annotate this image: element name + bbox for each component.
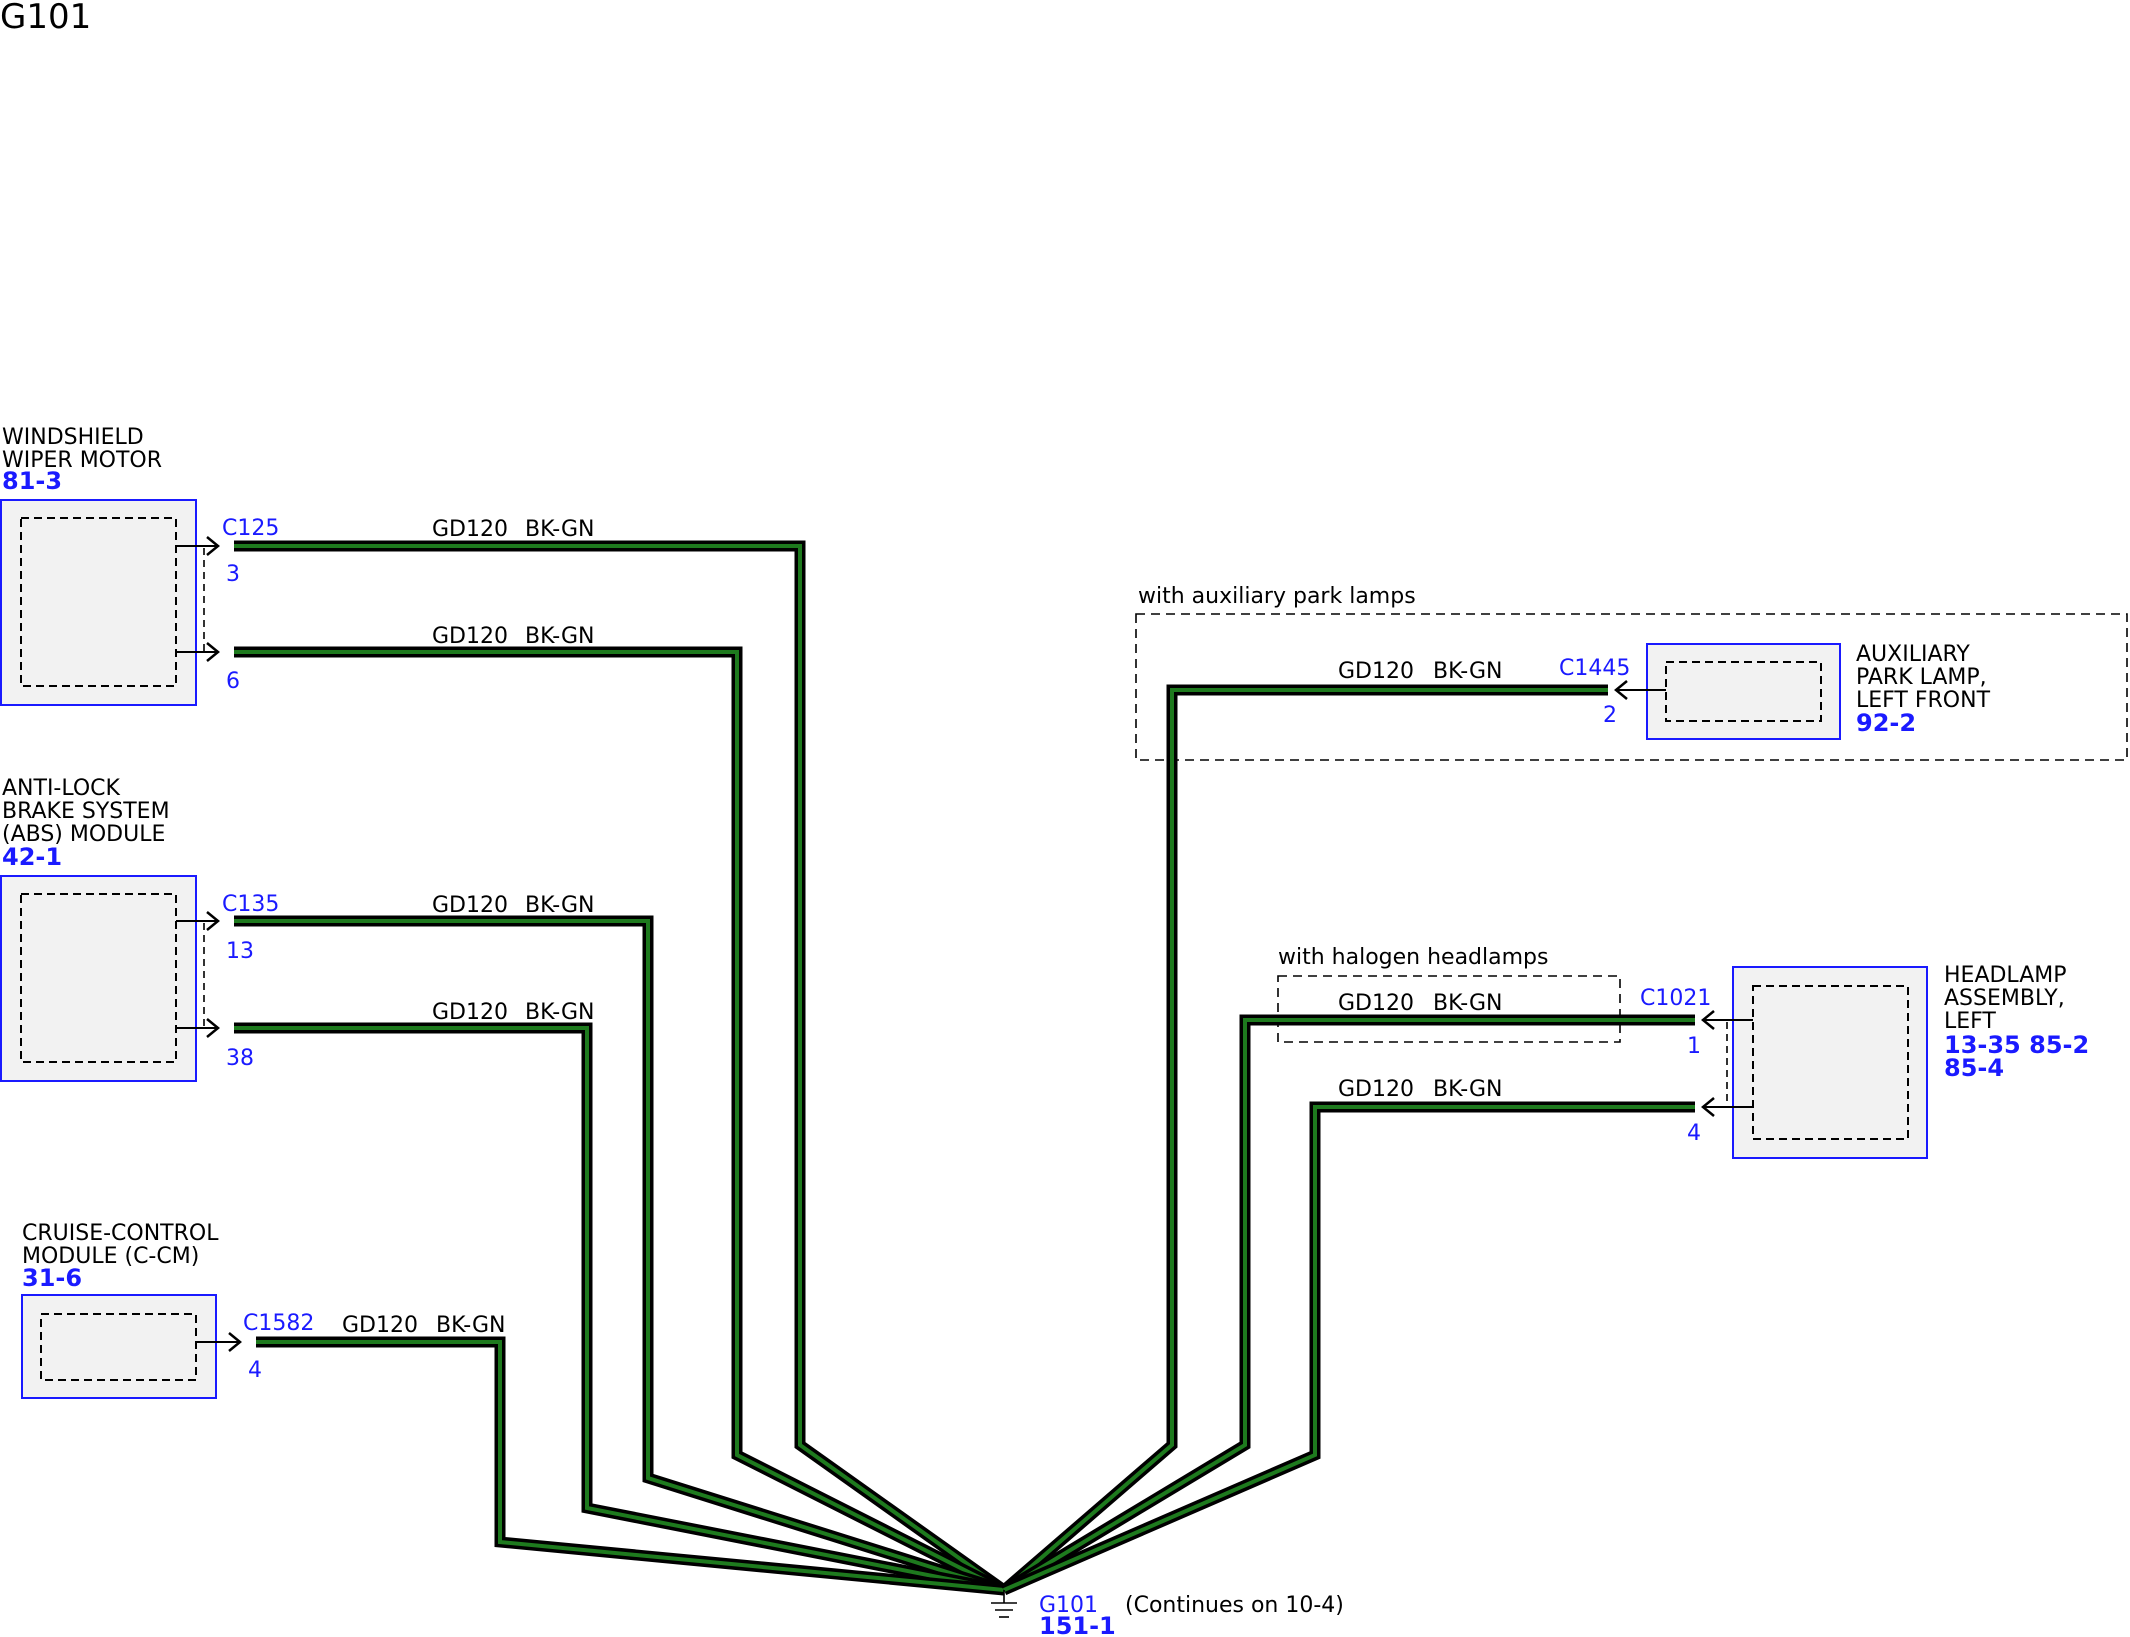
c1445-pin-2: 2 xyxy=(1603,703,1617,728)
wire-2-color: BK-GN xyxy=(525,624,594,649)
wire-3-circuit: GD120 xyxy=(432,893,508,918)
headlamp-name-3: LEFT xyxy=(1944,1009,1996,1034)
wire-c135-pin38 xyxy=(234,1022,1006,1596)
wire-5-color: BK-GN xyxy=(436,1313,505,1338)
headlamp-inner xyxy=(1752,985,1909,1140)
headlamp-box xyxy=(1732,966,1928,1159)
c1445-pin-2-arrow xyxy=(1614,680,1666,700)
headlamp-ref-link-2[interactable]: 85-4 xyxy=(1944,1054,2004,1082)
wire-1-color: BK-GN xyxy=(525,517,594,542)
wire-c1021-pin4 xyxy=(1001,1101,1695,1596)
wire-7-color: BK-GN xyxy=(1433,991,1502,1016)
wire-8-circuit: GD120 xyxy=(1338,1077,1414,1102)
c1021-pin-1: 1 xyxy=(1687,1034,1701,1059)
cruise-module-ref-link[interactable]: 31-6 xyxy=(22,1264,82,1292)
c135-pin-13: 13 xyxy=(226,939,254,964)
c1582-pin-4-arrow xyxy=(196,1332,242,1352)
wire-6-circuit: GD120 xyxy=(1338,659,1414,684)
c1021-id: C1021 xyxy=(1640,986,1711,1011)
ground-ref-link[interactable]: 151-1 xyxy=(1039,1612,1116,1637)
abs-module-inner xyxy=(20,893,177,1063)
cruise-module-name-1: CRUISE-CONTROL xyxy=(22,1221,219,1246)
wire-group xyxy=(234,540,1695,1596)
abs-module-name-3: (ABS) MODULE xyxy=(2,822,165,847)
wiper-motor-name-2: WIPER MOTOR xyxy=(2,448,162,473)
c135-pin-13-arrow xyxy=(176,911,220,931)
cruise-module-name-2: MODULE (C-CM) xyxy=(22,1244,199,1269)
wire-c1582-pin4 xyxy=(256,1336,1005,1596)
abs-module-name-2: BRAKE SYSTEM xyxy=(2,799,170,824)
wire-c1021-pin1 xyxy=(1001,1014,1695,1595)
c125-id: C125 xyxy=(222,516,279,541)
wire-6-color: BK-GN xyxy=(1433,659,1502,684)
c135-id: C135 xyxy=(222,892,279,917)
wire-7-circuit: GD120 xyxy=(1338,991,1414,1016)
wiper-motor-box xyxy=(0,499,197,706)
c125-pin-3-arrow xyxy=(176,536,220,556)
c125-pin-6: 6 xyxy=(226,669,240,694)
ground-symbol-icon xyxy=(991,1590,1017,1618)
aux-park-lamp-name-2: PARK LAMP, xyxy=(1856,665,1987,690)
cruise-module-inner xyxy=(40,1313,197,1381)
cruise-module-box xyxy=(21,1294,217,1399)
headlamp-ref-link-1[interactable]: 13-35 85-2 xyxy=(1944,1031,2089,1059)
wire-c1445-pin2 xyxy=(1000,684,1608,1595)
abs-module-ref-link[interactable]: 42-1 xyxy=(2,843,62,871)
c1021-pin-4-arrow xyxy=(1701,1097,1753,1117)
wire-2-circuit: GD120 xyxy=(432,624,508,649)
ground-continues-link[interactable]: (Continues on 10-4) xyxy=(1125,1593,1344,1618)
page-title: G101 xyxy=(0,0,91,37)
c135-pin-38-arrow xyxy=(176,1018,220,1038)
aux-park-lamp-name-3: LEFT FRONT xyxy=(1856,688,1991,713)
wire-1-circuit: GD120 xyxy=(432,517,508,542)
wiper-motor-name-1: WINDSHIELD xyxy=(2,425,144,450)
abs-module-box xyxy=(0,875,197,1082)
wire-3-color: BK-GN xyxy=(525,893,594,918)
c125-pin-3: 3 xyxy=(226,562,240,587)
c135-pin-38: 38 xyxy=(226,1046,254,1071)
abs-module-name-1: ANTI-LOCK xyxy=(2,776,121,801)
wire-4-circuit: GD120 xyxy=(432,1000,508,1025)
c1582-id: C1582 xyxy=(243,1311,314,1336)
wire-8-color: BK-GN xyxy=(1433,1077,1502,1102)
wiper-motor-ref-link[interactable]: 81-3 xyxy=(2,467,62,495)
wire-c125-pin3 xyxy=(234,540,1008,1595)
wire-5-circuit: GD120 xyxy=(342,1313,418,1338)
c1021-pin-1-arrow xyxy=(1701,1010,1753,1030)
headlamp-name-1: HEADLAMP xyxy=(1944,963,2067,988)
aux-park-lamp-ref-link[interactable]: 92-2 xyxy=(1856,709,1916,737)
option-aux-park-box xyxy=(1135,613,2128,761)
wire-c135-pin13 xyxy=(234,915,1006,1596)
ground-id: G101 xyxy=(1039,1593,1098,1618)
option-halogen-box xyxy=(1277,975,1621,1043)
headlamp-name-2: ASSEMBLY, xyxy=(1944,986,2065,1011)
option-halogen-label: with halogen headlamps xyxy=(1278,945,1548,970)
aux-park-lamp-name-1: AUXILIARY xyxy=(1856,642,1970,667)
c1021-pin-4: 4 xyxy=(1687,1121,1701,1146)
c1582-pin-4: 4 xyxy=(248,1358,262,1383)
c1445-id: C1445 xyxy=(1559,656,1630,681)
option-aux-park-label: with auxiliary park lamps xyxy=(1138,584,1416,609)
aux-park-lamp-inner xyxy=(1665,661,1822,722)
wire-4-color: BK-GN xyxy=(525,1000,594,1025)
wiper-motor-inner xyxy=(20,517,177,687)
aux-park-lamp-box xyxy=(1646,643,1841,740)
c125-pin-6-arrow xyxy=(176,642,220,662)
wire-c125-pin6 xyxy=(234,646,1007,1595)
